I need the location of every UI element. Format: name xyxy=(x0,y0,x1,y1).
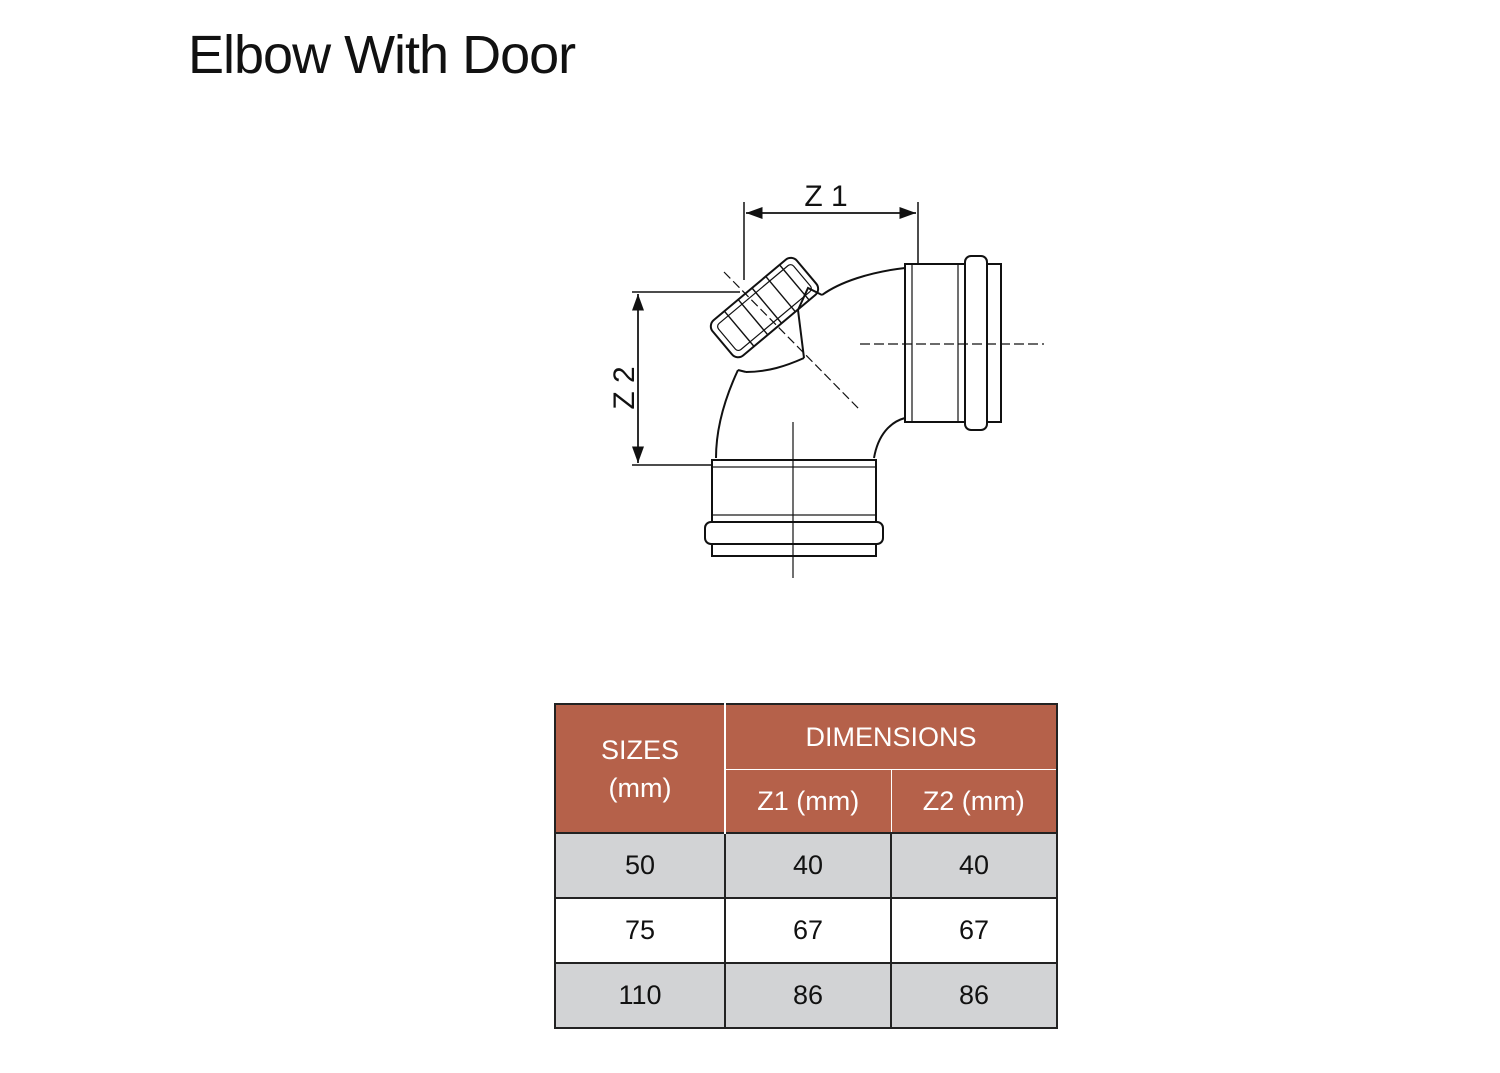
size-cell: 110 xyxy=(554,962,726,1029)
sizes-header-line1: SIZES xyxy=(600,734,680,765)
z1-label: Z 1 xyxy=(804,180,847,213)
table-row: 75 67 67 xyxy=(554,897,1058,964)
z2-cell: 86 xyxy=(890,962,1058,1029)
z1-cell: 86 xyxy=(724,962,892,1029)
z2-column-header: Z2 (mm) xyxy=(890,769,1058,834)
z2-cell: 40 xyxy=(890,832,1058,899)
z2-cell: 67 xyxy=(890,897,1058,964)
size-cell: 75 xyxy=(554,897,726,964)
sizes-header: SIZES (mm) xyxy=(554,703,726,834)
dimensions-header: DIMENSIONS xyxy=(724,703,1058,770)
page-title: Elbow With Door xyxy=(188,25,576,85)
z1-cell: 67 xyxy=(724,897,892,964)
z1-column-header: Z1 (mm) xyxy=(724,769,892,834)
table-row: 110 86 86 xyxy=(554,962,1058,1029)
z1-cell: 40 xyxy=(724,832,892,899)
sizes-header-line2: (mm) xyxy=(608,772,672,803)
elbow-diagram: Z 1 Z 2 xyxy=(608,180,1044,578)
z2-label: Z 2 xyxy=(608,366,641,409)
table-row: 50 40 40 xyxy=(554,832,1058,899)
size-cell: 50 xyxy=(554,832,726,899)
dimensions-table: SIZES (mm) DIMENSIONS Z1 (mm) Z2 (mm) 50… xyxy=(554,703,1058,1029)
